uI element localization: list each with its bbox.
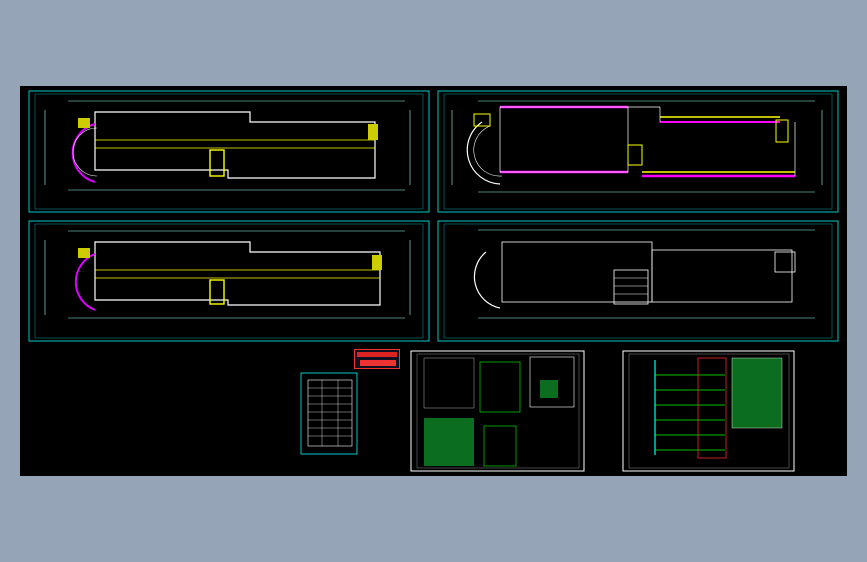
stamp-line-2	[360, 360, 396, 366]
sheet-system-diagram[interactable]	[622, 350, 795, 472]
sheet-schedule-table[interactable]	[300, 372, 358, 455]
legend-stamp[interactable]	[354, 349, 400, 369]
stamp-line-1	[357, 352, 397, 357]
sheet-electrical-details[interactable]	[410, 350, 585, 472]
paper-space	[20, 86, 847, 476]
sheet-floor-plan-1[interactable]	[28, 90, 430, 213]
sheet-floor-plan-4[interactable]	[437, 220, 839, 342]
sheet-floor-plan-3[interactable]	[28, 220, 430, 342]
sheet-floor-plan-2[interactable]	[437, 90, 839, 213]
